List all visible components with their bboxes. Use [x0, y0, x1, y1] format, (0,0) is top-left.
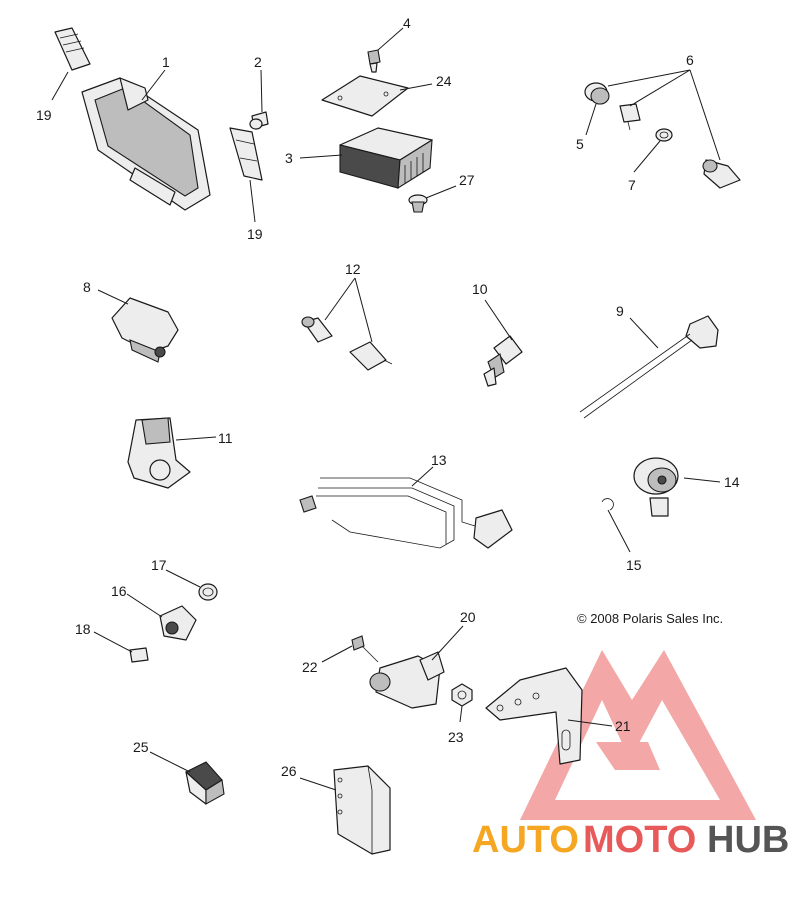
callout-21: 21 [615, 718, 631, 734]
part-4-screw [367, 49, 381, 73]
part-26-module [333, 765, 391, 855]
callout-17: 17 [151, 557, 167, 573]
callout-15: 15 [626, 557, 642, 573]
callout-6: 6 [686, 52, 694, 68]
part-3-module [339, 127, 433, 190]
callout-27: 27 [459, 172, 475, 188]
part-11-tps [127, 417, 191, 489]
watermark-logo [520, 650, 756, 820]
part-19-clip [54, 27, 91, 71]
callout-7: 7 [628, 177, 636, 193]
part-21-bracket [485, 667, 583, 765]
callout-2: 2 [254, 54, 262, 70]
watermark-hub: HUB [707, 819, 789, 861]
callout-5: 5 [576, 136, 584, 152]
callout-24: 24 [436, 73, 452, 89]
part-6-sensor [702, 159, 741, 189]
callout-12: 12 [345, 261, 361, 277]
part-12-sensor-b [349, 341, 393, 371]
callout-18: 18 [75, 621, 91, 637]
part-17-oring [198, 583, 218, 601]
part-25-relay [185, 761, 225, 805]
part-5-cap [584, 82, 610, 105]
callout-1: 1 [162, 54, 170, 70]
part-27-plug [408, 194, 428, 213]
part-23-nut [451, 683, 473, 707]
watermark-auto: AUTO [472, 819, 579, 861]
part-9-o2-sensor [579, 315, 719, 419]
part-12-sensor-a [301, 316, 333, 343]
part-7-washer [655, 128, 673, 142]
callout-19a: 19 [36, 107, 52, 123]
callout-25: 25 [133, 739, 149, 755]
callout-19b: 19 [247, 226, 263, 242]
part-24-cover [321, 75, 409, 117]
callout-9: 9 [616, 303, 624, 319]
part-13-harness [299, 477, 513, 549]
callout-10: 10 [472, 281, 488, 297]
callout-22: 22 [302, 659, 318, 675]
callout-20: 20 [460, 609, 476, 625]
part-16-sensor [159, 605, 197, 641]
callout-16: 16 [111, 583, 127, 599]
part-2-bolt [249, 111, 269, 130]
part-19-bracket [229, 127, 263, 181]
part-20-valve [369, 651, 445, 709]
callout-13: 13 [431, 452, 447, 468]
callout-3: 3 [285, 150, 293, 166]
callout-8: 8 [83, 279, 91, 295]
part-22-screw [351, 635, 379, 663]
part-1-ecu [81, 77, 211, 211]
callout-4: 4 [403, 15, 411, 31]
watermark-moto: MOTO [583, 819, 696, 861]
part-14-knock-sensor [633, 457, 679, 517]
part-10-temp-sensor [483, 335, 523, 387]
part-15-clip [601, 498, 614, 511]
callout-26: 26 [281, 763, 297, 779]
callout-11: 11 [218, 430, 233, 446]
part-8-map-sensor [111, 297, 179, 363]
part-18-bolt [129, 647, 149, 663]
copyright-text: © 2008 Polaris Sales Inc. [577, 611, 723, 626]
callout-23: 23 [448, 729, 464, 745]
callout-14: 14 [724, 474, 740, 490]
part-6-tab [619, 103, 641, 131]
